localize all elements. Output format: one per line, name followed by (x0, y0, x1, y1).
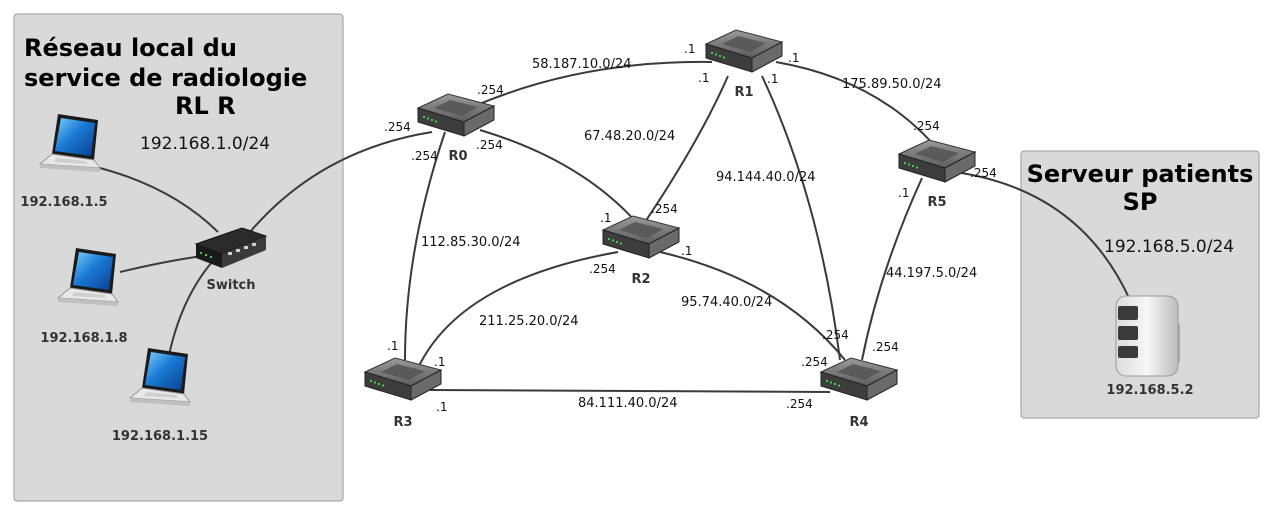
iface-r4-r3: .254 (786, 397, 813, 411)
laptop-3-ip: 192.168.1.15 (112, 429, 208, 444)
server-bay (1118, 346, 1138, 358)
link-r5-r4 (861, 177, 923, 361)
switch-led (200, 252, 202, 254)
laptop-2-ip: 192.168.1.8 (40, 331, 127, 346)
network-r2-r3: 211.25.20.0/24 (479, 314, 579, 329)
router-r3[interactable] (364, 357, 442, 401)
switch-port (252, 243, 256, 246)
router-icon (705, 29, 783, 73)
iface-r3-r4: .1 (436, 400, 447, 414)
link-r1-r4 (761, 75, 841, 361)
server-subnet: 192.168.5.0/24 (1104, 237, 1234, 257)
iface-r0-r1: .254 (477, 83, 504, 97)
router-r3-label: R3 (393, 415, 412, 430)
router-r0-label: R0 (448, 149, 467, 164)
iface-r4-r1: .254 (822, 328, 849, 342)
network-r1-r5: 175.89.50.0/24 (842, 77, 942, 92)
network-r1-r4: 94.144.40.0/24 (716, 170, 816, 185)
network-r3-r4: 84.111.40.0/24 (578, 396, 678, 411)
patient-server[interactable] (1115, 295, 1180, 377)
lan-zone-code: RL R (175, 92, 236, 120)
link-r2-r3 (417, 251, 619, 369)
network-r0-r3: 112.85.30.0/24 (421, 235, 521, 250)
link-r3-r4 (429, 389, 831, 393)
router-icon (364, 357, 442, 401)
server-bay (1118, 306, 1138, 320)
iface-r1-r4: .1 (767, 72, 778, 86)
lan-zone-title-line2: service de radiologie (24, 64, 307, 92)
iface-r5-sp: .254 (970, 166, 997, 180)
switch[interactable] (194, 227, 268, 268)
router-r1[interactable] (705, 29, 783, 73)
link-r1-r2 (644, 75, 729, 223)
router-r2-label: R2 (631, 272, 650, 287)
iface-r1-r2: .1 (698, 71, 709, 85)
link-r5-server (954, 171, 1131, 301)
iface-r2-r0: .1 (600, 211, 611, 225)
router-r4-label: R4 (849, 415, 868, 430)
switch-led (205, 254, 207, 256)
router-icon (898, 139, 976, 183)
iface-r0-lan: .254 (384, 120, 411, 134)
network-r0-r1: 58.187.10.0/24 (532, 57, 632, 72)
switch-port (244, 246, 248, 249)
iface-r0-r3: .254 (411, 149, 438, 163)
lan-zone-title-line1: Réseau local du (24, 34, 237, 62)
link-r0-r3 (404, 131, 446, 361)
network-r5-r4: 44.197.5.0/24 (886, 266, 977, 281)
router-r5-label: R5 (927, 195, 946, 210)
switch-port (228, 252, 232, 255)
iface-r3-r2: .1 (434, 355, 445, 369)
switch-port (236, 249, 240, 252)
link-r2-r4 (659, 251, 846, 361)
iface-r3-r0: .1 (387, 339, 398, 353)
server-zone (1020, 150, 1260, 419)
iface-r2-r4: .1 (681, 244, 692, 258)
link-switch-r0 (249, 131, 433, 233)
iface-r5-r4: .1 (898, 186, 909, 200)
iface-r1-r5: .1 (788, 51, 799, 65)
iface-r1-r0: .1 (684, 42, 695, 56)
router-r1-label: R1 (734, 85, 753, 100)
iface-r4-r2: .254 (801, 355, 828, 369)
link-laptop3-switch (167, 261, 213, 361)
iface-r0-r2: .254 (476, 138, 503, 152)
links (91, 60, 1131, 393)
server-zone-title: Serveur patients (1027, 160, 1254, 188)
lan-subnet: 192.168.1.0/24 (140, 134, 270, 154)
iface-r5-r1: .254 (913, 119, 940, 133)
router-r0[interactable] (417, 93, 495, 137)
laptop-1-ip: 192.168.1.5 (20, 195, 107, 210)
router-r5[interactable] (898, 139, 976, 183)
switch-front (196, 244, 222, 268)
link-r1-r5 (775, 61, 941, 153)
router-icon (820, 357, 898, 401)
switch-led (210, 256, 212, 258)
network-r2-r4: 95.74.40.0/24 (681, 295, 772, 310)
server-zone-code: SP (1123, 188, 1158, 216)
network-r1-r2: 67.48.20.0/24 (584, 129, 675, 144)
iface-r4-r5: .254 (872, 340, 899, 354)
router-icon (417, 93, 495, 137)
link-r0-r1 (469, 60, 713, 109)
link-laptop1-switch (91, 165, 219, 233)
server-ip: 192.168.5.2 (1106, 383, 1193, 398)
router-r4[interactable] (820, 357, 898, 401)
link-r0-r2 (479, 129, 637, 223)
iface-r2-r1: .254 (651, 202, 678, 216)
server-bay (1118, 326, 1138, 340)
switch-label: Switch (206, 278, 255, 293)
iface-r2-r3: .254 (589, 262, 616, 276)
